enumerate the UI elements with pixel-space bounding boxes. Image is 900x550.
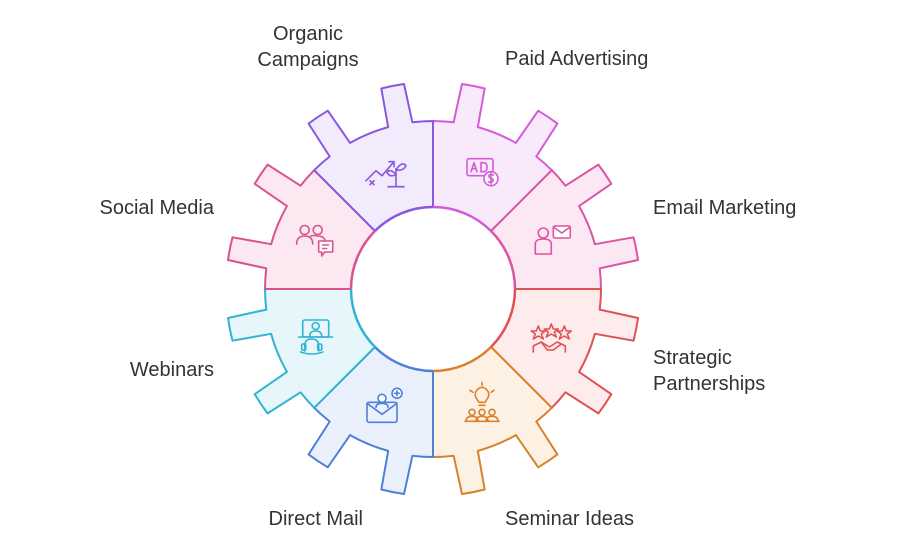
ad-dollar-icon bbox=[466, 157, 499, 187]
label-seminar-ideas: Seminar Ideas bbox=[505, 508, 634, 530]
person-envelope-icon bbox=[534, 225, 572, 255]
lightbulb-audience-icon bbox=[464, 381, 500, 423]
growth-plant-icon bbox=[365, 160, 407, 188]
handshake-stars-icon bbox=[530, 323, 573, 353]
hub-arc-webinars bbox=[349, 288, 376, 348]
label-organic-campaigns: Organic Campaigns bbox=[257, 23, 359, 71]
users-chat-icon bbox=[295, 224, 334, 257]
label-direct-mail: Direct Mail bbox=[268, 508, 363, 530]
hub-arc-partners bbox=[490, 288, 517, 348]
label-paid-advertising: Paid Advertising bbox=[505, 48, 649, 70]
hub-arc-social bbox=[349, 230, 376, 290]
label-strategic-partnerships: Strategic Partnerships bbox=[653, 347, 766, 395]
hub-arc-direct bbox=[374, 346, 434, 373]
label-webinars: Webinars bbox=[129, 359, 214, 381]
hub-arc-organic bbox=[374, 205, 434, 232]
hub-arc-paid bbox=[432, 205, 492, 232]
center-hub bbox=[351, 207, 515, 371]
hub-arc-seminar bbox=[432, 346, 492, 373]
laptop-headset-icon bbox=[297, 319, 334, 355]
label-social-media: Social Media bbox=[99, 197, 214, 219]
mail-user-plus-icon bbox=[366, 387, 403, 424]
hub-arc-email bbox=[490, 230, 517, 290]
label-email-marketing: Email Marketing bbox=[653, 197, 797, 219]
